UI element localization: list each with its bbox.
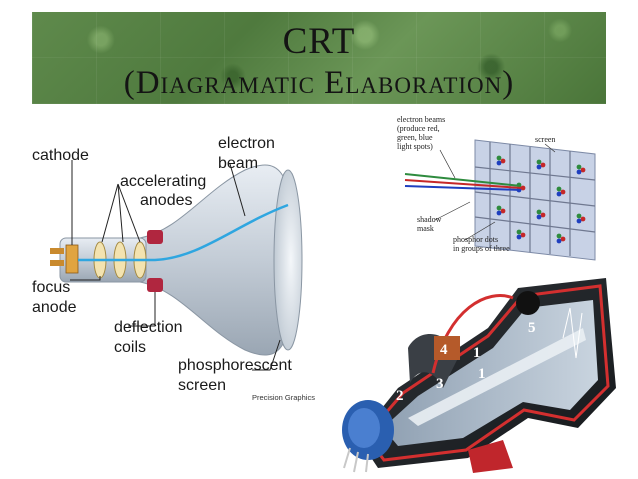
label-shadow: shadow [417,215,442,224]
label-phosphor-dots: phosphor dots [453,235,498,244]
crt-cutaway-diagram: 1 1 2 3 4 5 [338,268,618,473]
label-cathode: cathode [32,147,89,164]
label-screen-tr: screen [535,135,555,144]
credit-text: Precision Graphics [252,393,315,402]
label-mask: mask [417,224,434,233]
title-banner: CRT (Diagramatic Elaboration) [32,12,606,104]
deflection-coil-top [147,230,163,244]
label-electron-beams: electron beams [397,115,445,124]
crt-labeled-svg: cathode accelerating anodes electron bea… [32,135,315,402]
label-screen: screen [178,377,226,394]
marker-4: 4 [440,342,448,358]
marker-1-upper: 1 [473,345,481,361]
label-groups-of-three: in groups of three [453,244,510,253]
label-beam: beam [218,155,258,172]
cathode-element [65,244,79,274]
label-light-spots: light spots) [397,142,433,151]
label-accelerating: accelerating [120,173,206,190]
deflection-coil-bottom [147,278,163,292]
marker-2: 2 [396,388,404,404]
beam-blue [404,185,522,191]
slide-title: CRT [282,21,356,62]
label-coils: coils [114,339,146,356]
label-anode: anode [32,299,77,316]
marker-5: 5 [528,320,536,336]
label-focus: focus [32,279,70,296]
electron-beam [78,203,289,262]
crt-cutaway-svg: 1 1 2 3 4 5 [342,278,616,473]
label-produce: (produce red, [397,124,440,133]
shadow-mask-svg: electron beams (produce red, green, blue… [397,115,596,261]
marker-1-lower: 1 [478,366,486,382]
crt-screen-face [273,169,303,351]
label-deflection: deflection [114,319,183,336]
label-electron: electron [218,135,275,152]
shadow-mask-grid [474,142,596,256]
crt-labeled-diagram: cathode accelerating anodes electron bea… [30,130,320,405]
slide-subtitle: (Diagramatic Elaboration) [123,65,515,101]
label-anodes: anodes [140,192,193,209]
beam-green [404,173,522,187]
marker-3: 3 [436,376,444,392]
label-green-blue: green, blue [397,133,433,142]
shadow-mask-diagram: electron beams (produce red, green, blue… [395,112,625,262]
banner-texture [32,12,606,104]
beam-red [404,179,522,189]
label-phosphorescent: phosphorescent [178,357,292,374]
